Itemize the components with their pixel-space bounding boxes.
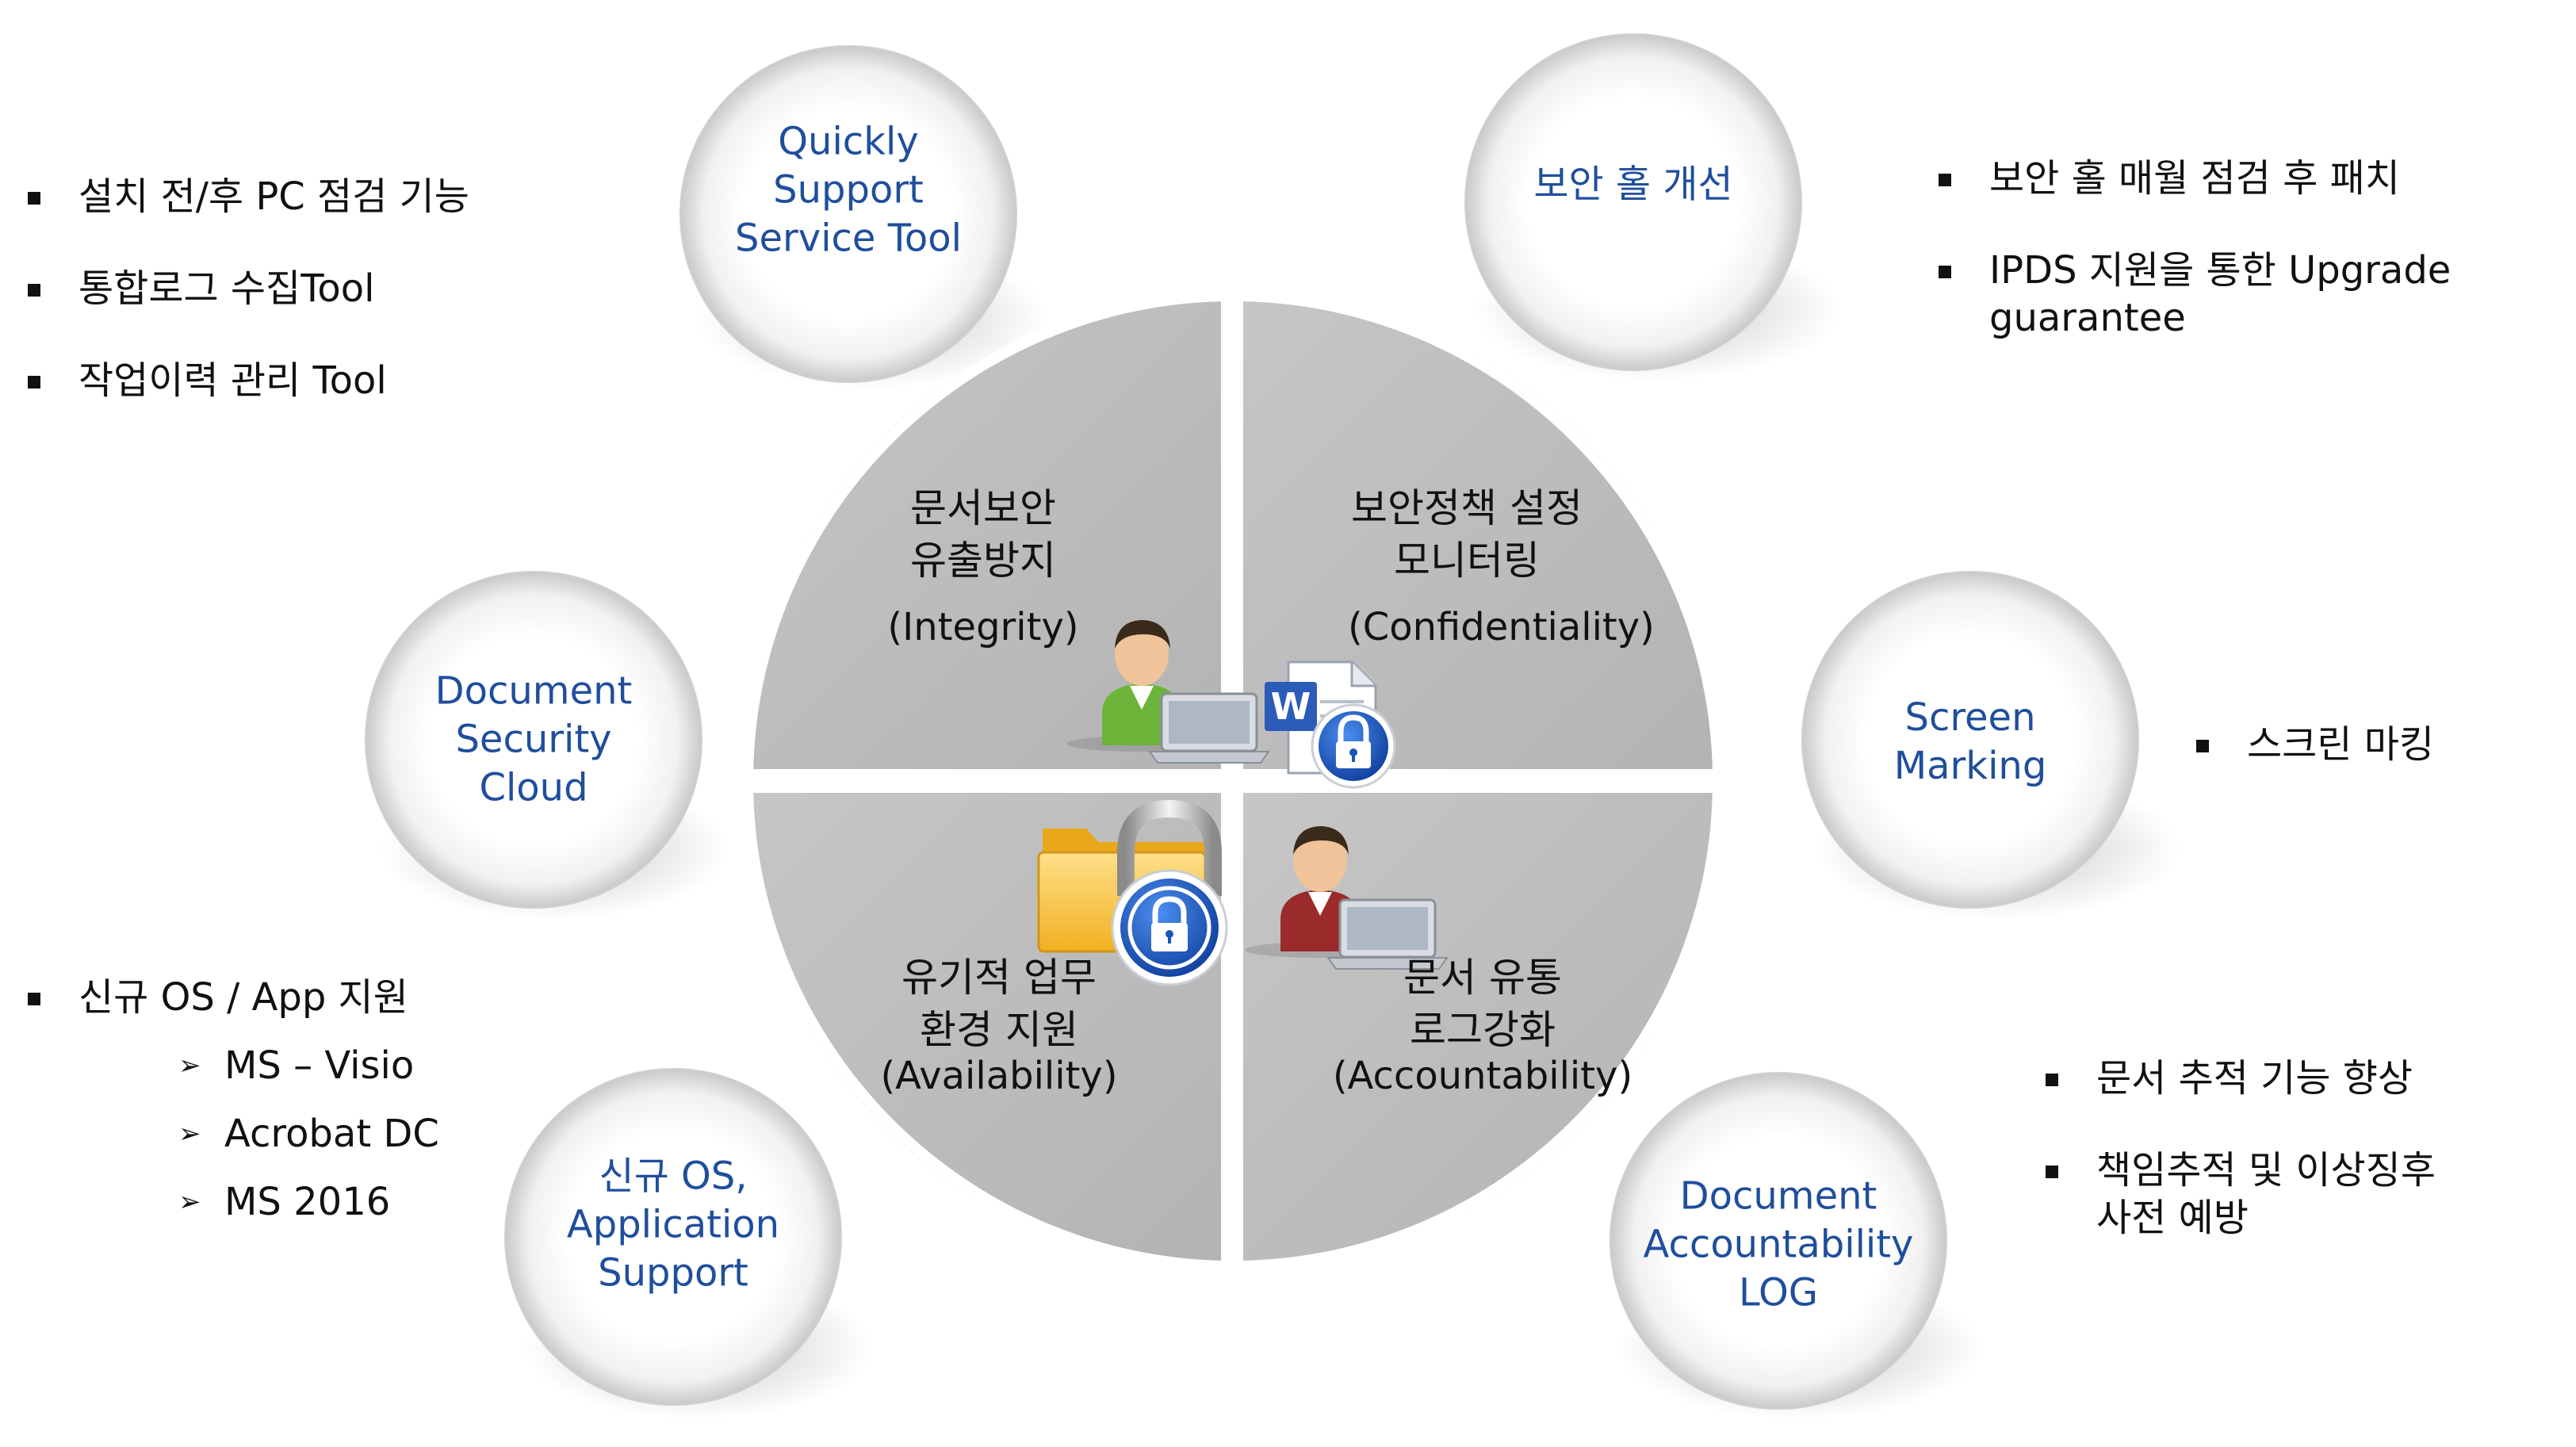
arrow-bullet-icon: ➢ [178, 1050, 201, 1081]
list-bottom-left: 신규 OS / App 지원 ➢ MS – Visio ➢ Acrobat DC… [28, 974, 439, 1226]
bubble-new-os-support [504, 1068, 872, 1419]
bubble-security-hole-line: 보안 홀 개선 [1533, 162, 1733, 207]
bubble-accountability-log-line: Accountability [1643, 1222, 1914, 1267]
bubble-quickly-support [679, 45, 1047, 389]
list-item: 보안 홀 매월 점검 후 패치 [1939, 155, 2451, 202]
user-laptop-red-icon [1245, 826, 1449, 970]
bubble-quickly-support-line: Service Tool [735, 216, 962, 261]
quadrant-bottom-right-text: 문서 유통 로그강화 (Accountability) [1332, 951, 1633, 1102]
list-item: 문서 추적 기능 향상 [2046, 1055, 2436, 1102]
quadrant-top-right-sub: (Confidentiality) [1348, 605, 1655, 649]
list-item: 신규 OS / App 지원 [28, 974, 439, 1021]
bubble-screen-marking-line: Screen [1904, 695, 2036, 740]
quadrant-top-left-text: 문서보안 유출방지 (Integrity) [880, 482, 1086, 653]
list-item: IPDS 지원을 통한 Upgrade [1939, 247, 2451, 294]
bubble-screen-marking [1801, 571, 2180, 920]
bubble-screen-marking-line: Marking [1893, 744, 2047, 788]
bubble-new-os-support-line: 신규 OS, [599, 1154, 748, 1199]
central-circle [733, 281, 1732, 1280]
quadrant-top-right [1237, 292, 1722, 777]
bubble-document-security-cloud-line: Security [455, 717, 612, 762]
list-item-continuation: 사전 예방 [2096, 1196, 2249, 1240]
sub-list-item: ➢ Acrobat DC [178, 1110, 439, 1158]
quadrant-bottom-left-line2: 환경 지원 [920, 1007, 1078, 1053]
quadrant-bottom-right-sub: (Accountability) [1332, 1054, 1633, 1098]
bubble-accountability-log [1610, 1072, 1982, 1419]
quadrant-bottom-right-line2: 로그강화 [1410, 1007, 1556, 1053]
word-badge-letter: W [1271, 685, 1311, 728]
quadrant-top-right-text: 보안정책 설정 모니터링 (Confidentiality) [1300, 482, 1655, 653]
list-item-continuation: guarantee [1989, 296, 2186, 340]
list-item: 설치 전/후 PC 점검 기능 [28, 173, 469, 220]
sub-list-item-label: Acrobat DC [224, 1112, 439, 1156]
bubble-security-hole-text: 보안 홀 개선 [1533, 161, 1732, 209]
bubble-document-security-cloud-line: Cloud [479, 765, 588, 810]
bubble-quickly-support-line: Support [773, 167, 924, 212]
list-bottom-right: 문서 추적 기능 향상 책임추적 및 이상징후 사전 예방 [2046, 1055, 2436, 1242]
quadrant-bottom-left-sub: (Availability) [880, 1054, 1118, 1098]
quadrant-bottom-left-text: 유기적 업무 환경 지원 (Availability) [880, 951, 1118, 1102]
bubble-new-os-support-line: Support [598, 1250, 748, 1296]
list-screen-marking: 스크린 마킹 [2196, 721, 2434, 768]
quadrant-top-left-line1: 문서보안 [910, 485, 1056, 531]
bubble-accountability-log-line: LOG [1738, 1270, 1819, 1315]
list-top-left: 설치 전/후 PC 점검 기능 통합로그 수집Tool 작업이력 관리 Tool [28, 173, 469, 404]
list-item: 책임추적 및 이상징후 [2046, 1146, 2436, 1194]
bubble-quickly-support-text: Quickly Support Service Tool [735, 118, 962, 263]
bubble-document-security-cloud-line: Document [434, 668, 633, 714]
list-top-right: 보안 홀 매월 점검 후 패치 IPDS 지원을 통한 Upgrade guar… [1939, 155, 2451, 342]
sub-list-item: ➢ MS – Visio [178, 1042, 439, 1089]
bubble-accountability-log-line: Document [1679, 1173, 1877, 1219]
bubble-accountability-log-text: Document Accountability LOG [1644, 1173, 1914, 1318]
quadrant-top-left-sub: (Integrity) [887, 605, 1079, 649]
quadrant-top-left-line2: 유출방지 [910, 538, 1056, 584]
list-item: 스크린 마킹 [2196, 721, 2434, 768]
bubble-new-os-support-text: 신규 OS, Application Support [567, 1153, 779, 1298]
bubble-document-security-cloud-text: Document Security Cloud [435, 668, 633, 813]
bubble-screen-marking-text: Screen Marking [1894, 694, 2047, 790]
quadrant-top-right-line2: 모니터링 [1394, 538, 1540, 584]
sub-list-item: ➢ MS 2016 [178, 1178, 439, 1226]
arrow-bullet-icon: ➢ [178, 1118, 201, 1150]
bubble-new-os-support-line: Application [566, 1202, 780, 1247]
sub-list-item-label: MS 2016 [224, 1180, 391, 1224]
quadrant-bottom-left-line1: 유기적 업무 [901, 955, 1097, 1001]
sub-list-item-label: MS – Visio [224, 1043, 415, 1088]
quadrant-bottom-right-line1: 문서 유통 [1403, 955, 1562, 1001]
arrow-bullet-icon: ➢ [178, 1186, 201, 1218]
list-item: 통합로그 수집Tool [28, 265, 469, 312]
word-document-lock-icon: W [1265, 660, 1396, 789]
quadrant-top-left [744, 292, 1229, 777]
bubble-quickly-support-line: Quickly [778, 119, 919, 164]
quadrant-top-right-line1: 보안정책 설정 [1351, 485, 1583, 531]
list-item: 작업이력 관리 Tool [28, 357, 469, 404]
user-laptop-green-icon [1066, 620, 1270, 764]
folder-lock-icon [1037, 799, 1228, 986]
bubble-security-hole [1464, 33, 1839, 381]
bubble-document-security-cloud [365, 571, 729, 920]
